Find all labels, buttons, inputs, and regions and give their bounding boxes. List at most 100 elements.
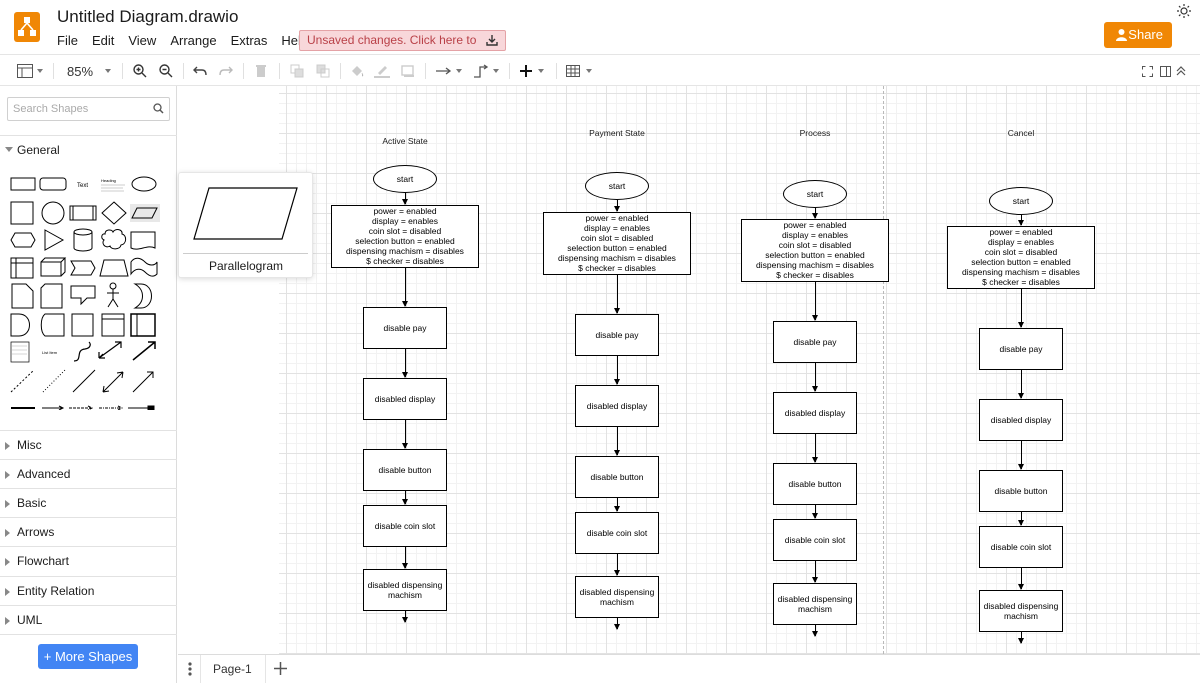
- connector-arrow[interactable]: [1018, 215, 1024, 225]
- connector-arrow[interactable]: [402, 420, 408, 449]
- step-node[interactable]: disable button: [979, 470, 1063, 512]
- step-node[interactable]: disable pay: [363, 307, 447, 349]
- column-title[interactable]: Active State: [382, 136, 428, 146]
- share-button[interactable]: Share: [1104, 22, 1172, 48]
- connector-arrow[interactable]: [812, 505, 818, 519]
- format-panel-toggle[interactable]: [17, 60, 43, 82]
- connector-arrow[interactable]: [812, 281, 818, 321]
- step-node[interactable]: disabled dispensing machism: [363, 569, 447, 611]
- connector-arrow[interactable]: [614, 427, 620, 456]
- zoom-out-button[interactable]: [159, 60, 173, 82]
- step-node[interactable]: disabled display: [363, 378, 447, 420]
- connector-arrow[interactable]: [614, 356, 620, 385]
- connector-arrow[interactable]: [402, 349, 408, 378]
- column-title[interactable]: Process: [799, 128, 831, 138]
- undo-button[interactable]: [193, 60, 207, 82]
- to-front-button[interactable]: [290, 60, 304, 82]
- section-basic[interactable]: Basic: [0, 488, 177, 517]
- section-entity-relation[interactable]: Entity Relation: [0, 576, 177, 605]
- step-node[interactable]: disable coin slot: [575, 512, 659, 554]
- step-node[interactable]: disabled display: [773, 392, 857, 434]
- start-node[interactable]: start: [585, 172, 649, 200]
- step-node[interactable]: disable pay: [575, 314, 659, 356]
- connector-arrow[interactable]: [402, 611, 408, 623]
- connector-arrow[interactable]: [614, 554, 620, 576]
- connector-arrow[interactable]: [1018, 632, 1024, 644]
- section-flowchart[interactable]: Flowchart: [0, 546, 177, 575]
- step-node[interactable]: disabled dispensing machism: [979, 590, 1063, 632]
- waypoints-dropdown[interactable]: [473, 60, 499, 82]
- unsaved-changes-button[interactable]: Unsaved changes. Click here to save.: [299, 30, 506, 66]
- connector-arrow[interactable]: [1018, 288, 1024, 328]
- start-node[interactable]: start: [783, 180, 847, 208]
- menu-edit[interactable]: Edit: [91, 33, 115, 48]
- connector-arrow[interactable]: [402, 193, 408, 204]
- connector-arrow[interactable]: [614, 618, 620, 630]
- zoom-dropdown[interactable]: 85%: [67, 60, 112, 82]
- sun-icon[interactable]: [1176, 3, 1192, 19]
- connector-arrow[interactable]: [1018, 568, 1024, 590]
- to-back-button[interactable]: [316, 60, 330, 82]
- table-dropdown[interactable]: [566, 60, 592, 82]
- fill-color-button[interactable]: [350, 60, 364, 82]
- redo-button[interactable]: [219, 60, 233, 82]
- delete-button[interactable]: [255, 60, 267, 82]
- step-node[interactable]: disable coin slot: [979, 526, 1063, 568]
- connector-arrow[interactable]: [812, 208, 818, 218]
- fullscreen-button[interactable]: [1142, 60, 1153, 82]
- menu-extras[interactable]: Extras: [230, 33, 268, 48]
- column-title[interactable]: Cancel: [1007, 128, 1035, 138]
- step-node[interactable]: disable coin slot: [363, 505, 447, 547]
- connector-arrow[interactable]: [614, 274, 620, 314]
- menu-view[interactable]: View: [128, 33, 157, 48]
- search-shapes-input[interactable]: Search Shapes: [7, 97, 170, 121]
- collapse-toolbar-button[interactable]: [1176, 60, 1186, 82]
- more-vertical-icon[interactable]: [188, 662, 192, 676]
- column-title[interactable]: Payment State: [589, 128, 645, 138]
- zoom-in-button[interactable]: [133, 60, 147, 82]
- insert-dropdown[interactable]: [520, 60, 544, 82]
- line-color-button[interactable]: [374, 60, 390, 82]
- shadow-button[interactable]: [401, 60, 415, 82]
- connector-arrow[interactable]: [1018, 370, 1024, 399]
- add-page-button[interactable]: [274, 659, 287, 681]
- step-node[interactable]: disable coin slot: [773, 519, 857, 561]
- step-node[interactable]: disable button: [575, 456, 659, 498]
- menu-file[interactable]: File: [57, 33, 78, 48]
- section-general[interactable]: General: [0, 135, 177, 164]
- section-misc[interactable]: Misc: [0, 430, 177, 459]
- format-panel-button[interactable]: [1160, 60, 1171, 82]
- drawio-logo[interactable]: [14, 12, 40, 42]
- connector-arrow[interactable]: [1018, 512, 1024, 526]
- connector-arrow[interactable]: [402, 547, 408, 569]
- step-node[interactable]: disable button: [773, 463, 857, 505]
- connector-arrow[interactable]: [402, 267, 408, 307]
- step-node[interactable]: disabled dispensing machism: [773, 583, 857, 625]
- step-node[interactable]: disabled display: [979, 399, 1063, 441]
- connector-arrow[interactable]: [614, 498, 620, 512]
- connector-arrow[interactable]: [1018, 441, 1024, 470]
- connector-arrow[interactable]: [402, 491, 408, 505]
- connector-arrow[interactable]: [812, 561, 818, 583]
- step-node[interactable]: disable button: [363, 449, 447, 491]
- section-arrows[interactable]: Arrows: [0, 517, 177, 546]
- page-tab[interactable]: Page-1: [200, 655, 266, 683]
- step-node[interactable]: disable pay: [979, 328, 1063, 370]
- document-title[interactable]: Untitled Diagram.drawio: [57, 7, 239, 26]
- start-node[interactable]: start: [373, 165, 437, 193]
- connector-arrow[interactable]: [812, 625, 818, 637]
- step-node[interactable]: disabled display: [575, 385, 659, 427]
- connection-style-dropdown[interactable]: [436, 60, 462, 82]
- section-uml[interactable]: UML: [0, 605, 177, 634]
- section-advanced[interactable]: Advanced: [0, 459, 177, 488]
- step-node[interactable]: disabled dispensing machism: [575, 576, 659, 618]
- connector-arrow[interactable]: [614, 200, 620, 211]
- connector-arrow[interactable]: [812, 434, 818, 463]
- start-node[interactable]: start: [989, 187, 1053, 215]
- menu-arrange[interactable]: Arrange: [170, 33, 217, 48]
